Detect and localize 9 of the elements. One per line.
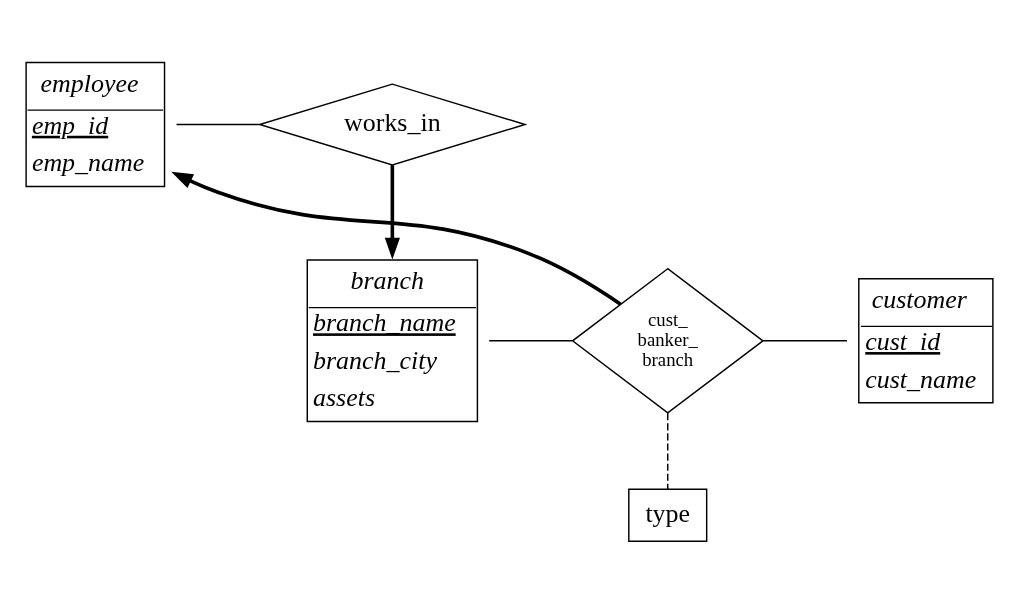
arrow	[171, 171, 622, 306]
node-diamond: cust_ banker_ branch	[571, 267, 765, 414]
node-box: type	[628, 488, 708, 542]
node-diamond: works_in	[257, 82, 528, 166]
arrow	[384, 164, 400, 259]
connector	[488, 339, 573, 342]
connector	[667, 411, 669, 490]
connector	[762, 339, 848, 342]
connector	[175, 123, 261, 125]
